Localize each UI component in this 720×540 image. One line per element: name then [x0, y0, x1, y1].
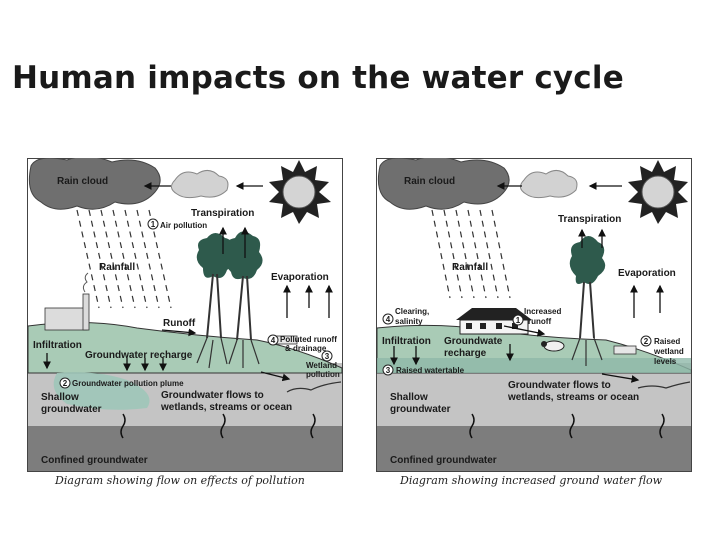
runoff-label: Runoff: [163, 318, 196, 329]
flows-label: Groundwater flows to: [508, 380, 611, 391]
polluted-runoff-label: Polluted runoff: [280, 335, 337, 344]
rainfall-label: Rainfall: [452, 262, 488, 273]
recharge-label-2: recharge: [444, 348, 487, 359]
trees-icon: [196, 231, 263, 369]
page-title: Human impacts on the water cycle: [12, 60, 624, 96]
flows-destinations-label: wetlands, streams or ocean: [507, 392, 639, 403]
rainfall-label: Rainfall: [99, 262, 135, 273]
transpiration-label: Transpiration: [558, 214, 621, 225]
raised-watertable: [377, 358, 691, 373]
recharge-label: Groundwater recharge: [85, 350, 193, 361]
rain-cloud-icon: [28, 158, 161, 210]
factory-icon: [44, 272, 90, 331]
transpiration-label: Transpiration: [191, 208, 254, 219]
watertable-label: Raised watertable: [396, 366, 465, 375]
sun-icon: [628, 160, 688, 224]
wetland-pollution-label: pollution: [306, 370, 340, 379]
drainage-label: & drainage: [285, 344, 327, 353]
small-cloud-icon: [171, 170, 229, 199]
shallow-groundwater-label: groundwater: [390, 404, 451, 415]
clearing-label: Clearing,: [395, 307, 429, 316]
increased-label: Increased: [524, 307, 561, 316]
groundwater-flow-diagram: 4 1 2 3 Rain cloud Transpiration Rainfal…: [376, 158, 692, 472]
house-icon: [456, 308, 532, 335]
plume-label: Groundwater pollution plume: [72, 379, 184, 388]
raised-wetland-number: 2: [644, 337, 649, 346]
sun-icon: [269, 160, 331, 224]
confined-label: Confined groundwater: [390, 455, 497, 466]
right-caption: Diagram showing increased ground water f…: [400, 474, 663, 487]
air-pollution-label: Air pollution: [160, 221, 207, 230]
tree-icon: [569, 236, 606, 366]
watertable-number: 3: [386, 366, 391, 375]
confined-layer: [377, 426, 691, 471]
wetland-number: 3: [325, 352, 330, 361]
evaporation-label: Evaporation: [271, 272, 329, 283]
confined-label: Confined groundwater: [41, 455, 148, 466]
wetland-label: Wetland: [306, 361, 337, 370]
confined-layer: [28, 426, 342, 471]
plume-number: 2: [63, 379, 68, 388]
rain-cloud-icon: [377, 158, 510, 210]
runoff-label: runoff: [528, 317, 551, 326]
shallow-label: Shallow: [390, 392, 428, 403]
shallow-groundwater-label: groundwater: [41, 404, 102, 415]
small-cloud-icon: [520, 170, 578, 199]
flows-label: Groundwater flows to: [161, 390, 264, 401]
rain-lines: [431, 209, 511, 299]
polluted-runoff-number: 4: [271, 336, 276, 345]
evaporation-label: Evaporation: [618, 268, 676, 279]
air-pollution-number: 1: [151, 220, 156, 229]
pollution-plume: [53, 372, 150, 410]
infiltration-label: Infiltration: [33, 340, 82, 351]
pollution-diagram: 1 4 3 2 Rain cloud Transpiration Air pol…: [27, 158, 343, 472]
wetland-label: wetland: [653, 347, 684, 356]
clearing-number: 4: [386, 315, 391, 324]
shallow-layer: [377, 363, 691, 426]
salinity-label: salinity: [395, 317, 423, 326]
infiltration-label: Infiltration: [382, 336, 431, 347]
raised-label: Raised: [654, 337, 680, 346]
left-caption: Diagram showing flow on effects of pollu…: [55, 474, 305, 487]
runoff-number: 1: [516, 316, 521, 325]
shallow-label: Shallow: [41, 392, 79, 403]
levels-label: levels: [654, 357, 677, 366]
rain-cloud-label: Rain cloud: [404, 176, 455, 187]
cow-icon: [541, 340, 565, 352]
recharge-label: Groundwate: [444, 336, 503, 347]
flows-destinations-label: wetlands, streams or ocean: [160, 402, 292, 413]
rain-cloud-label: Rain cloud: [57, 176, 108, 187]
